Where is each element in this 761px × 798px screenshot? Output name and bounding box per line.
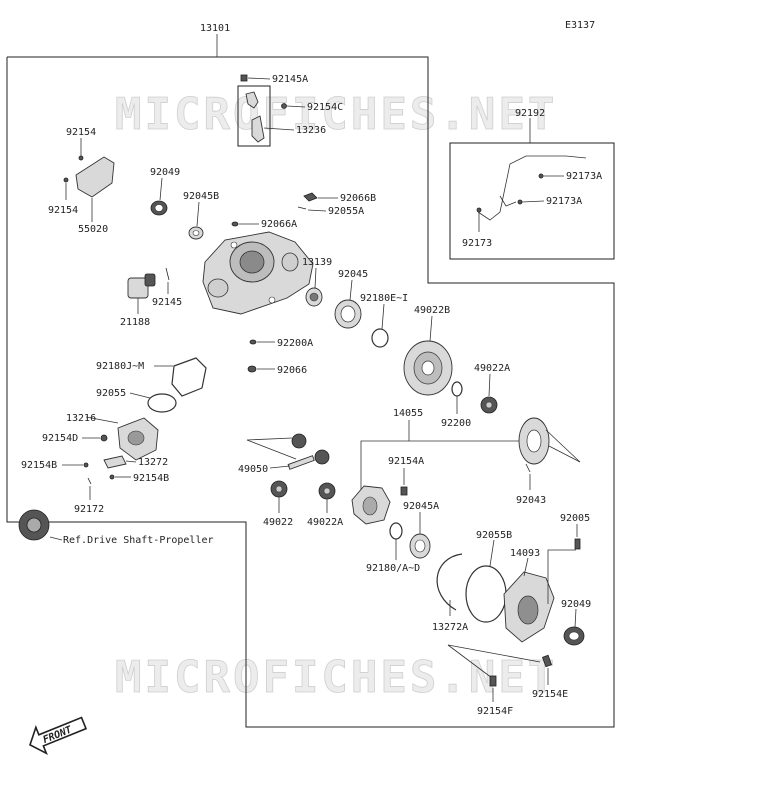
label-92180j-m: 92180J~M [96,361,144,372]
label-92192: 92192 [515,108,545,119]
part-92180j-m [171,357,207,397]
part-92154f [489,675,497,687]
label-92173a-top: 92173A [566,171,602,182]
part-pinion-gear-right [314,449,330,465]
part-92172 [87,477,92,485]
label-92066a: 92066A [261,219,297,230]
label-92154b-left: 92154B [21,460,57,471]
part-13272 [103,455,127,469]
label-14093: 14093 [510,548,540,559]
part-92043 [525,463,531,473]
label-49022: 49022 [263,517,293,528]
part-92154b-left [83,462,89,468]
label-13272: 13272 [138,457,168,468]
label-92045b: 92045B [183,191,219,202]
label-92154b-right: 92154B [133,473,169,484]
label-92045a: 92045A [403,501,439,512]
label-14055: 14055 [393,408,423,419]
label-92045: 92045 [338,269,368,280]
hose-frame [449,142,615,260]
label-13272a: 13272A [432,622,468,633]
label-92172: 92172 [74,504,104,515]
part-92192-hose [477,155,587,221]
part-92173 [476,207,482,213]
part-92180-a-d [389,522,403,540]
label-13101: 13101 [200,23,230,34]
part-92154e [541,654,553,668]
label-49050: 49050 [238,464,268,475]
label-92049-top: 92049 [150,167,180,178]
part-49050 [287,455,315,470]
reference-note: Ref.Drive Shaft-Propeller [63,535,214,546]
label-92154e: 92154E [532,689,568,700]
label-92154c: 92154C [307,102,343,113]
label-92173: 92173 [462,238,492,249]
label-13139: 13139 [302,257,332,268]
part-92145 [165,267,170,281]
label-49022a-low: 49022A [307,517,343,528]
part-92154c [281,103,287,109]
label-92154d: 92154D [42,433,78,444]
part-92154a [400,486,408,496]
label-92145a: 92145A [272,74,308,85]
part-92005 [574,538,581,550]
label-92055: 92055 [96,388,126,399]
label-55020: 55020 [78,224,108,235]
label-92145: 92145 [152,297,182,308]
part-92066b [303,192,318,202]
breather-box [237,85,271,147]
part-92154-top [78,155,84,161]
label-92005: 92005 [560,513,590,524]
label-92154-top: 92154 [66,127,96,138]
label-13216: 13216 [66,413,96,424]
part-13236 [251,115,265,143]
label-92154-side: 92154 [48,205,78,216]
part-92173a-mid [517,199,523,205]
part-92055b [465,565,507,623]
part-breather-fitting [245,91,259,109]
label-92200a: 92200A [277,338,313,349]
part-pinion-gear-top [291,433,307,449]
label-49022b: 49022B [414,305,450,316]
label-92200: 92200 [441,418,471,429]
part-92180e-i [371,328,389,348]
part-55020 [75,156,115,198]
label-92066: 92066 [277,365,307,376]
part-92066a [231,221,239,227]
label-92055a: 92055A [328,206,364,217]
part-92066 [247,365,257,373]
part-92154-side [63,177,69,183]
label-92180-a-d: 92180/A~D [366,563,420,574]
part-92154d [100,434,108,442]
label-92180e-i: 92180E~I [360,293,408,304]
label-49022a-right: 49022A [474,363,510,374]
watermark-top: MICROFICHES.NET [115,89,557,140]
watermark-bottom: MICROFICHES.NET [115,652,557,703]
assembly-frame [6,56,615,728]
part-92145a [240,74,248,82]
part-92055a [297,206,307,210]
label-92066b: 92066B [340,193,376,204]
diagram-code: E3137 [565,20,595,31]
label-92154a: 92154A [388,456,424,467]
label-92173a-mid: 92173A [546,196,582,207]
part-92200a [249,339,257,345]
label-13236: 13236 [296,125,326,136]
label-21188: 21188 [120,317,150,328]
part-92200 [451,381,463,397]
part-92173a-top [538,173,544,179]
part-92154b-right [109,474,115,480]
front-arrow-icon: FRONT [29,716,88,756]
label-92154f: 92154F [477,706,513,717]
label-92049-low: 92049 [561,599,591,610]
part-13272a [436,553,463,611]
label-92055b: 92055B [476,530,512,541]
part-92055 [147,393,177,413]
label-92043: 92043 [516,495,546,506]
